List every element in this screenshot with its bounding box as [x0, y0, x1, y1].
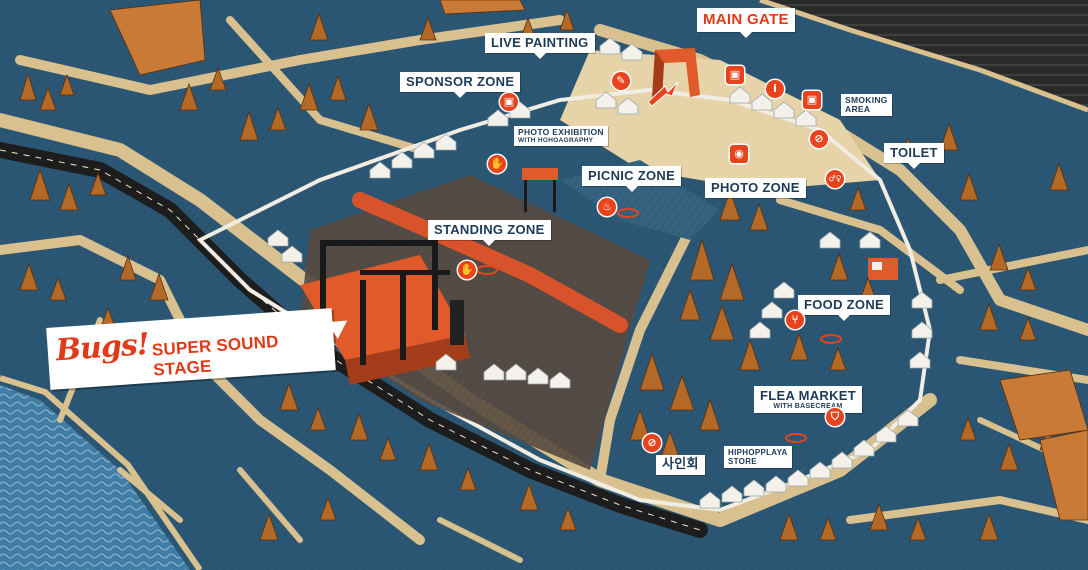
label-hiphopplaya-store[interactable]: HIPHOPPLAYA STORE: [724, 446, 792, 468]
label-toilet[interactable]: TOILET: [884, 143, 944, 169]
photo-exhibition-booth: [522, 168, 558, 212]
river-bank: [0, 375, 203, 570]
label-food-zone[interactable]: FOOD ZONE: [798, 295, 890, 321]
railway: [760, 0, 1088, 110]
smoking-icon[interactable]: ⊘: [810, 130, 828, 148]
label-live-painting[interactable]: LIVE PAINTING: [485, 33, 595, 59]
tents: [267, 37, 933, 509]
hand-icon[interactable]: ✋: [488, 155, 506, 173]
standing-zone-hatch: [300, 175, 650, 470]
wooden-blocks: [109, 0, 1088, 521]
standing-hand-icon[interactable]: ✋: [458, 261, 476, 279]
target-markers: [476, 208, 842, 443]
photo-camera-icon[interactable]: ◉: [730, 145, 748, 163]
stage-brand: Bugs!: [54, 326, 151, 369]
info-icon[interactable]: i: [766, 80, 784, 98]
main-gate-structure: [652, 48, 700, 98]
label-photo-exhibition[interactable]: PHOTO EXHIBITION WITH HOHOAGRAPHY: [514, 126, 608, 146]
autograph-icon[interactable]: ⊘: [643, 434, 661, 452]
shop-icon[interactable]: ▣: [803, 91, 821, 109]
toilet-icon[interactable]: ♂♀: [826, 170, 844, 188]
shirt-icon[interactable]: ⛉: [826, 408, 844, 426]
label-picnic-zone[interactable]: PICNIC ZONE: [582, 166, 682, 192]
label-main-gate[interactable]: MAIN GATE: [697, 8, 795, 38]
label-smoking-area[interactable]: SMOKING AREA: [841, 94, 892, 116]
picnic-icon[interactable]: ♨: [598, 198, 616, 216]
river-waves: [0, 385, 190, 570]
red-walkway: [352, 192, 628, 333]
food-icon[interactable]: ⑂: [786, 311, 804, 329]
cart-icon[interactable]: ▣: [726, 66, 744, 84]
label-standing-zone[interactable]: STANDING ZONE: [428, 220, 551, 246]
sponsor-icon[interactable]: ▣: [500, 93, 518, 111]
railway-edge: [759, 0, 1088, 113]
gate-arrow: [647, 81, 679, 107]
label-photo-zone[interactable]: PHOTO ZONE: [705, 178, 806, 198]
label-sponsor-zone[interactable]: SPONSOR ZONE: [400, 72, 521, 98]
label-autograph[interactable]: 사인회: [656, 455, 705, 475]
festival-plaza: [560, 50, 880, 190]
label-flea-market[interactable]: FLEA MARKET WITH BASECREAM: [754, 386, 862, 413]
live-painting-icon[interactable]: ✎: [612, 72, 630, 90]
